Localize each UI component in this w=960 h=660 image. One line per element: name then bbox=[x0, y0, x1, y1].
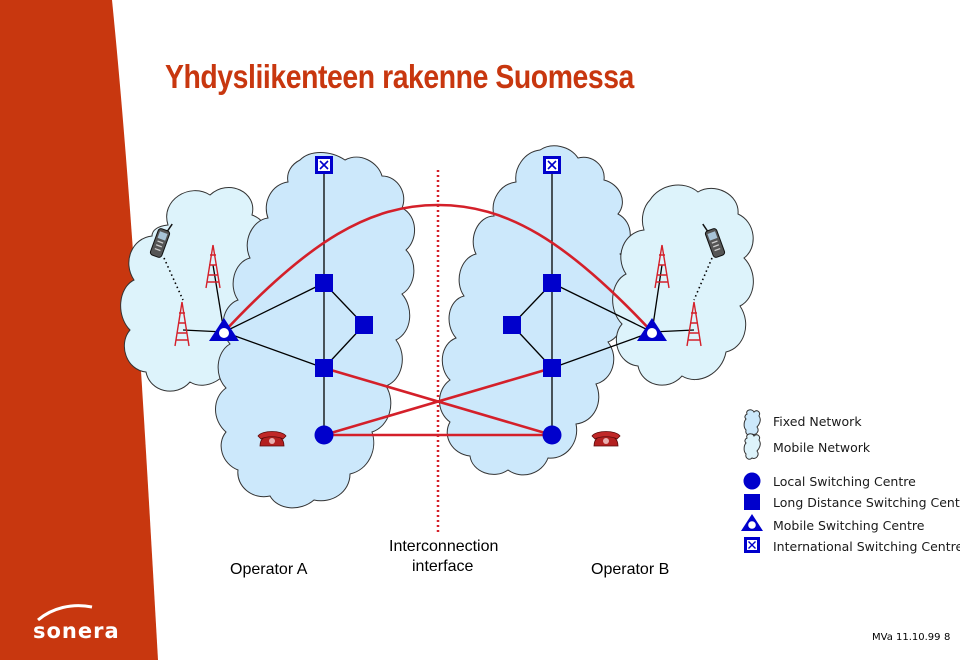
fixed-network-cloud-a bbox=[215, 152, 415, 509]
mobile-network-legend-icon bbox=[743, 433, 761, 460]
radio-tower-icon bbox=[686, 301, 702, 347]
landline-phone-icon bbox=[591, 431, 621, 447]
legend-mobile-network: Mobile Network bbox=[773, 440, 871, 455]
landline-phone-icon bbox=[257, 431, 287, 447]
long-distance-switching-legend-icon bbox=[744, 494, 760, 510]
legend-long-distance-switching: Long Distance Switching Centre bbox=[773, 495, 960, 510]
local-switching-centre-a bbox=[314, 425, 334, 445]
page-number: 8 bbox=[944, 632, 951, 643]
local-switching-centre-b bbox=[542, 425, 562, 445]
interconnection-links bbox=[223, 203, 653, 437]
long-distance-switching-centre-b1 bbox=[543, 274, 561, 292]
brand-sidebar bbox=[0, 0, 158, 660]
radio-tower-icon bbox=[174, 301, 190, 347]
operator-b-label: Operator B bbox=[591, 561, 670, 578]
legend-international-switching: International Switching Centre bbox=[773, 539, 960, 554]
slide-title: Yhdysliikenteen rakenne Suomessa bbox=[165, 58, 634, 95]
footer-reference: MVa 11.10.99 bbox=[872, 632, 941, 643]
operator-a-label: Operator A bbox=[230, 561, 308, 578]
mobile-network-cloud-b bbox=[612, 184, 754, 386]
logo-swoosh-icon bbox=[37, 604, 93, 622]
mobile-phone-icon bbox=[149, 223, 173, 258]
mobile-switching-centre-a bbox=[209, 318, 239, 341]
legend-mobile-switching: Mobile Switching Centre bbox=[773, 518, 925, 533]
interconnection-label-line1: Interconnection bbox=[389, 538, 499, 555]
long-distance-switching-centre-a3 bbox=[315, 359, 333, 377]
radio-tower-icon bbox=[205, 244, 221, 289]
long-distance-switching-centre-b2 bbox=[503, 316, 521, 334]
international-switching-legend-icon bbox=[744, 537, 760, 553]
interconnection-label-line2: interface bbox=[412, 558, 474, 575]
mobile-phone-icon bbox=[702, 223, 726, 258]
legend-local-switching: Local Switching Centre bbox=[773, 474, 916, 489]
long-distance-switching-centre-a2 bbox=[355, 316, 373, 334]
legend-fixed-network: Fixed Network bbox=[773, 414, 862, 429]
international-switching-centre-a bbox=[315, 156, 333, 174]
sonera-logo: sonera bbox=[33, 619, 120, 643]
fixed-network-legend-icon bbox=[743, 409, 761, 436]
long-distance-switching-centre-a1 bbox=[315, 274, 333, 292]
radio-links bbox=[163, 257, 713, 301]
fixed-network-cloud-b bbox=[439, 145, 631, 476]
long-distance-switching-centre-b3 bbox=[543, 359, 561, 377]
mobile-switching-centre-b bbox=[637, 318, 667, 341]
international-switching-centre-b bbox=[543, 156, 561, 174]
radio-tower-icon bbox=[654, 244, 670, 289]
local-switching-legend-icon bbox=[743, 472, 761, 490]
mobile-switching-legend-icon bbox=[741, 514, 763, 531]
